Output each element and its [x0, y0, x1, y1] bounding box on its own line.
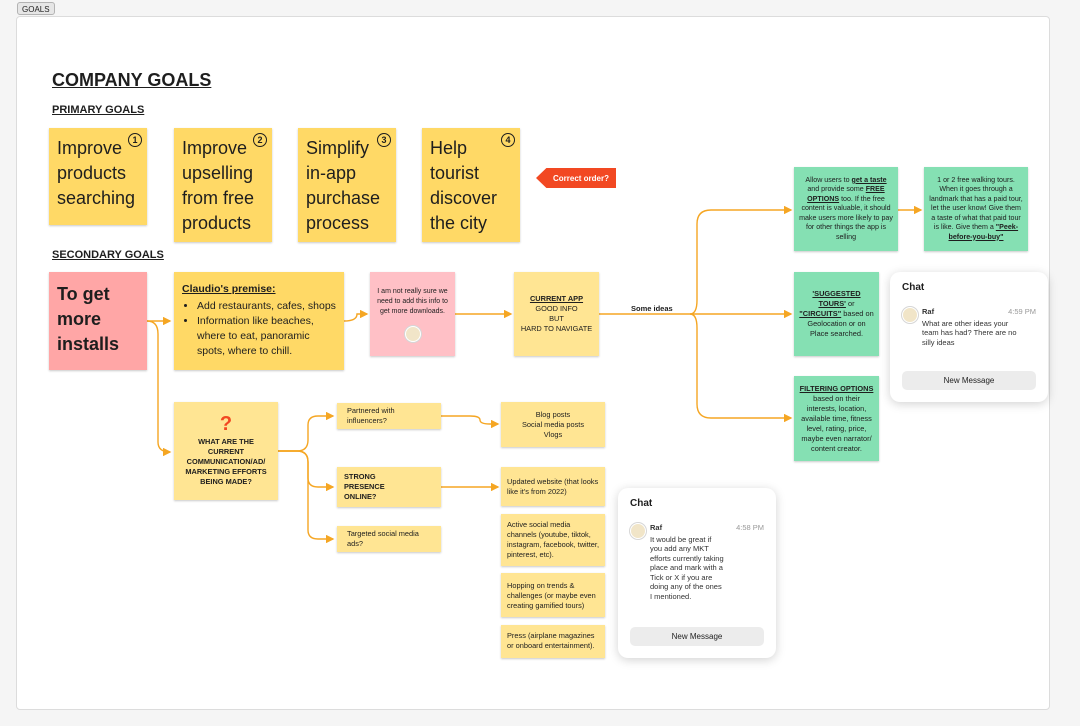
sticky-text: Hopping on trends & challenges (or maybe…: [507, 581, 596, 610]
sticky-primary-goal-3[interactable]: Simplify in-app purchase process 3: [298, 128, 396, 242]
sticky-strong-presence[interactable]: STRONG PRESENCE ONLINE?: [337, 467, 441, 507]
avatar[interactable]: [902, 307, 918, 323]
new-message-button[interactable]: New Message: [902, 371, 1036, 390]
sticky-get-a-taste[interactable]: Allow users to get a taste and provide s…: [794, 167, 898, 251]
sticky-text: Blog posts: [535, 409, 571, 419]
sticky-text: Targeted social media ads?: [347, 529, 419, 548]
sticky-text: Active social media channels (youtube, t…: [507, 520, 600, 559]
chat-panel-ideas[interactable]: Chat Raf 4:59 PM What are other ideas you…: [890, 272, 1048, 402]
sticky-suggested-tours[interactable]: 'SUGGESTED TOURS' or "CIRCUITS" based on…: [794, 272, 879, 356]
correct-order-callout[interactable]: Correct order?: [536, 168, 616, 188]
sticky-influencers[interactable]: Partnered with influencers?: [337, 403, 441, 429]
message-time: 4:58 PM: [736, 523, 764, 532]
current-app-line: BUT: [549, 314, 564, 323]
sticky-text: 'SUGGESTED TOURS' or "CIRCUITS" based on…: [799, 289, 874, 338]
new-message-button[interactable]: New Message: [630, 627, 764, 646]
company-goals-title: COMPANY GOALS: [52, 70, 212, 90]
frame-label[interactable]: GOALS: [17, 2, 55, 15]
sticky-text: Updated website (that looks like it's fr…: [507, 477, 599, 496]
sticky-text: WHAT ARE THE CURRENT COMMUNICATION/AD/ M…: [185, 437, 267, 486]
sticky-filtering-options[interactable]: FILTERING OPTIONS based on their interes…: [794, 376, 879, 461]
message-time: 4:59 PM: [1008, 307, 1036, 316]
message-text: What are other ideas your team has had? …: [922, 318, 1017, 347]
chat-panel-marketing[interactable]: Chat Raf 4:58 PM It would be great if you…: [618, 488, 776, 658]
arrow-main-to-question: [146, 320, 172, 457]
question-mark-icon: ?: [219, 413, 233, 435]
sticky-targeted-ads[interactable]: Targeted social media ads?: [337, 526, 441, 552]
number-one-icon: 1: [128, 133, 142, 147]
number-three-icon: 3: [377, 133, 391, 147]
arrow-question-to-ads: [278, 450, 335, 544]
sticky-text: Press (airplane magazines or onboard ent…: [507, 631, 595, 650]
sticky-press[interactable]: Press (airplane magazines or onboard ent…: [501, 625, 605, 658]
premise-bullet: Information like beaches, where to eat, …: [197, 314, 336, 359]
arrow-influencers-to-blog: [441, 415, 500, 429]
sticky-text: Social media posts: [521, 419, 585, 429]
number-four-icon: 4: [501, 133, 515, 147]
current-app-line: HARD TO NAVIGATE: [520, 324, 593, 333]
sticky-marketing-question[interactable]: ? WHAT ARE THE CURRENT COMMUNICATION/AD/…: [174, 402, 278, 500]
sticky-claudio-premise[interactable]: Claudio's premise: Add restaurants, cafe…: [174, 272, 344, 370]
sticky-more-installs[interactable]: To get more installs: [49, 272, 147, 370]
premise-title: Claudio's premise:: [182, 283, 276, 295]
sticky-text: FILTERING OPTIONS based on their interes…: [799, 383, 874, 453]
arrow-premise-to-note: [343, 309, 369, 322]
sticky-updated-website[interactable]: Updated website (that looks like it's fr…: [501, 467, 605, 506]
sticky-free-walking-tours[interactable]: 1 or 2 free walking tours. When it goes …: [924, 167, 1028, 251]
sticky-primary-goal-4[interactable]: Help tourist discover the city 4: [422, 128, 520, 242]
chat-title: Chat: [630, 498, 653, 509]
sticky-text: Help tourist discover the city: [430, 138, 498, 233]
sticky-text: Simplify in-app purchase process: [306, 138, 381, 233]
sticky-text: STRONG PRESENCE ONLINE?: [344, 472, 385, 501]
connector-label-some-ideas: Some ideas: [631, 304, 673, 313]
message-author: Raf: [650, 523, 663, 532]
premise-bullet: Add restaurants, cafes, shops: [197, 299, 336, 314]
callout-text: Correct order?: [552, 173, 609, 183]
sticky-social-channels[interactable]: Active social media channels (youtube, t…: [501, 514, 605, 566]
sticky-text: I am not really sure we need to add this…: [377, 287, 448, 315]
message-text: It would be great if you add any MKT eff…: [650, 534, 724, 601]
premise-bullets: Add restaurants, cafes, shops Informatio…: [182, 299, 336, 359]
message-author: Raf: [922, 307, 935, 316]
chat-title: Chat: [902, 282, 925, 293]
chat-message: Raf 4:58 PM It would be great if you add …: [630, 523, 764, 601]
arrow-to-taste: [689, 205, 793, 315]
avatar[interactable]: [630, 523, 646, 539]
sticky-text: Partnered with influencers?: [347, 406, 395, 425]
arrow-to-filtering: [689, 313, 793, 423]
arrow-question-to-presence: [278, 450, 335, 492]
arrow-question-to-influencers: [278, 411, 335, 452]
sticky-note-downloads[interactable]: I am not really sure we need to add this…: [370, 272, 455, 356]
sticky-blog-posts[interactable]: Blog posts Social media posts Vlogs: [501, 402, 605, 447]
sticky-text: 1 or 2 free walking tours. When it goes …: [929, 175, 1023, 241]
sticky-primary-goal-1[interactable]: Improve products searching 1: [49, 128, 147, 225]
sticky-current-app[interactable]: CURRENT APP GOOD INFO BUT HARD TO NAVIGA…: [514, 272, 599, 356]
sticky-primary-goal-2[interactable]: Improve upselling from free products 2: [174, 128, 272, 242]
chat-message: Raf 4:59 PM What are other ideas your tea…: [902, 307, 1036, 347]
avatar[interactable]: [404, 325, 421, 342]
current-app-title: CURRENT APP: [529, 294, 584, 303]
sticky-text: Improve products searching: [57, 138, 136, 208]
current-app-line: GOOD INFO: [535, 304, 578, 313]
primary-goals-heading: PRIMARY GOALS: [52, 104, 145, 116]
sticky-trends[interactable]: Hopping on trends & challenges (or maybe…: [501, 573, 605, 617]
secondary-goals-heading: SECONDARY GOALS: [52, 249, 164, 261]
sticky-text: To get more installs: [57, 284, 120, 354]
sticky-text: Vlogs: [543, 429, 563, 439]
sticky-text: Allow users to get a taste and provide s…: [799, 175, 893, 241]
number-two-icon: 2: [253, 133, 267, 147]
sticky-text: Improve upselling from free products: [182, 138, 255, 233]
